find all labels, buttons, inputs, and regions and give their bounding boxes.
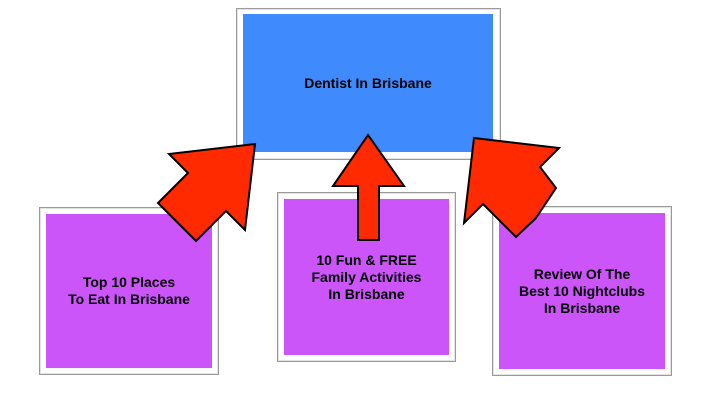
middle-box-family-activities: 10 Fun & FREE Family Activities In Brisb… — [284, 199, 449, 355]
center-box-dentist-in-brisbane: Dentist In Brisbane — [243, 14, 493, 152]
right-box-label: Review Of The Best 10 Nightclubs In Bris… — [518, 265, 646, 316]
left-box-label: Top 10 Places To Eat In Brisbane — [68, 274, 190, 307]
right-box-nightclubs: Review Of The Best 10 Nightclubs In Bris… — [499, 213, 665, 369]
center-box-label: Dentist In Brisbane — [304, 74, 432, 91]
left-box-places-to-eat: Top 10 Places To Eat In Brisbane — [46, 214, 212, 368]
middle-box-label: 10 Fun & FREE Family Activities In Brisb… — [311, 251, 422, 302]
